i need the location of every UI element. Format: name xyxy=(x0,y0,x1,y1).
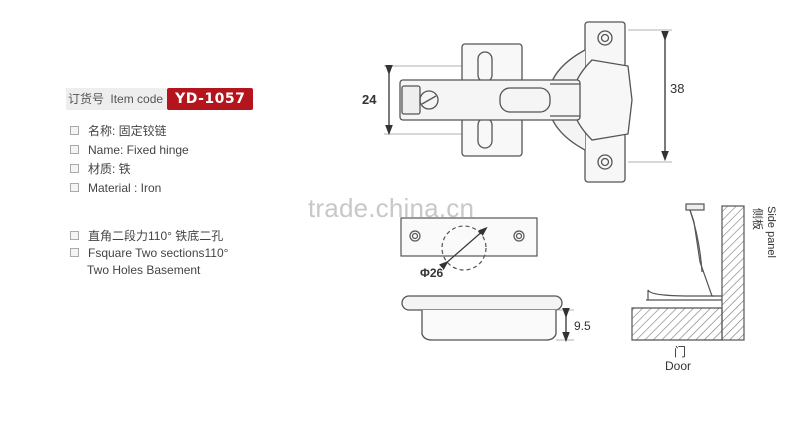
cup-top-view xyxy=(400,217,538,271)
dimension-depth: 9.5 xyxy=(574,319,591,333)
list-item: 直角二段力110° 铁底二孔 xyxy=(70,227,228,244)
dimension-cup-diameter: Φ26 xyxy=(420,266,444,280)
item-code-label-cn: 订货号 xyxy=(68,92,105,106)
spec-list: 名称: 固定铰链 Name: Fixed hinge 材质: 铁 Materia… xyxy=(70,121,189,197)
hinge-top-view xyxy=(384,21,672,183)
feature-list: 直角二段力110° 铁底二孔 Fsquare Two sections110° … xyxy=(70,227,228,278)
bullet-icon xyxy=(70,126,79,135)
item-code-label: 订货号 Item code xyxy=(66,88,168,110)
item-code-row: 订货号 Item code YD-1057 xyxy=(66,88,254,110)
bullet-icon xyxy=(70,248,79,257)
bullet-icon xyxy=(70,183,79,192)
bullet-icon xyxy=(70,145,79,154)
dimension-24: 24 xyxy=(362,92,377,107)
side-panel-label-en: Side panel xyxy=(765,206,777,258)
installation-side-view xyxy=(631,203,745,341)
list-item: Name: Fixed hinge xyxy=(70,140,189,159)
item-code-badge: YD-1057 xyxy=(167,88,254,110)
list-item: Two Holes Basement xyxy=(87,262,201,277)
side-panel-label-cn: 侧板 xyxy=(751,208,765,230)
door-label-en: Door xyxy=(665,359,691,373)
list-item: 材质: 铁 xyxy=(70,159,189,178)
bullet-icon xyxy=(70,231,79,240)
bullet-icon xyxy=(70,164,79,173)
door-label-cn: 门 xyxy=(674,344,686,359)
dimension-38: 38 xyxy=(670,81,684,96)
item-code-label-en: Item code xyxy=(110,92,164,106)
cup-side-view xyxy=(401,295,574,343)
list-item: 名称: 固定铰链 xyxy=(70,121,189,140)
list-item: Material : Iron xyxy=(70,178,189,197)
list-item: Fsquare Two sections110° xyxy=(70,244,228,261)
